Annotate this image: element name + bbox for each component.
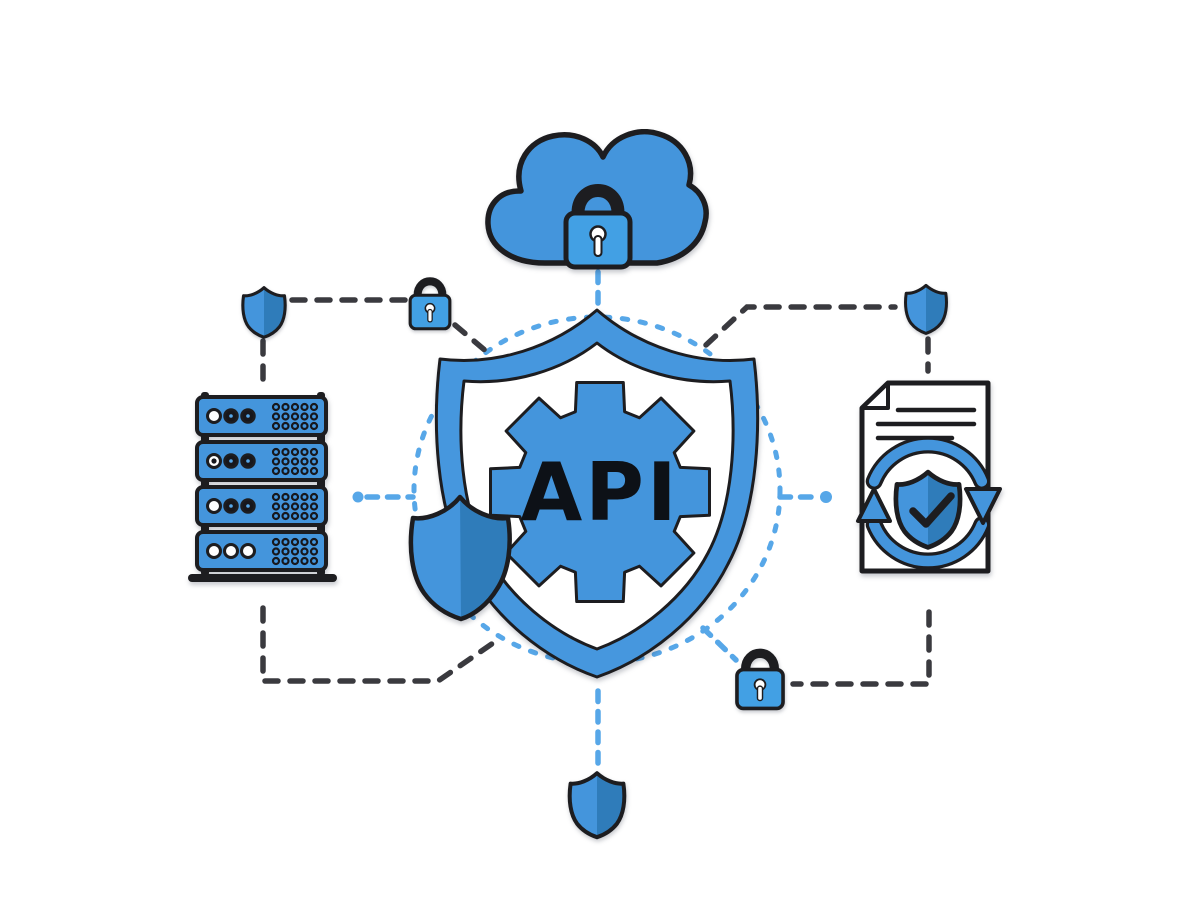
server-unit-3: [195, 485, 328, 527]
connector-locktl-to-orbit: [452, 322, 496, 360]
document-fold-corner: [860, 381, 890, 410]
orbit-dotted-circle: [411, 314, 783, 666]
shield-icon-top-right: [904, 283, 948, 335]
server-base: [188, 574, 337, 582]
server-unit-4: [195, 530, 328, 572]
server-unit-1: [195, 395, 328, 437]
connector-document-to-lockbr: [790, 609, 932, 687]
connector-dot-document: [820, 491, 832, 503]
connector-server-to-orbit-bottom: [260, 605, 499, 684]
sync-arrows-icon: [856, 436, 1002, 570]
api-label: API: [520, 446, 679, 539]
connectors-blue: [352, 257, 832, 768]
check-mark: [909, 492, 955, 528]
sync-arrowhead-down: [964, 487, 1002, 525]
shield-check-icon: [896, 472, 960, 547]
document-sync-shield-icon: [856, 380, 1002, 574]
cloud-lock-icon: [485, 129, 709, 267]
server-unit-2: [195, 440, 328, 482]
server-rack-icon: [188, 392, 337, 582]
connector-dot-server: [352, 491, 364, 503]
cloud-shape: [485, 129, 709, 266]
connectors-dark: [260, 297, 932, 687]
shield-overlay-icon: [408, 494, 512, 622]
padlock-icon-bottom-right: [737, 653, 783, 708]
connector-orbit-to-shieldtr: [703, 304, 898, 348]
gear-icon: [489, 381, 711, 603]
padlock-icon-top-left: [410, 281, 450, 328]
connector-orbit-to-lockbr: [700, 625, 739, 663]
api-shield-gear-icon: API: [408, 308, 760, 679]
sync-arrowhead-up: [856, 487, 892, 523]
shield-icon-bottom: [570, 773, 625, 837]
shield-icon-top-left: [241, 286, 287, 339]
